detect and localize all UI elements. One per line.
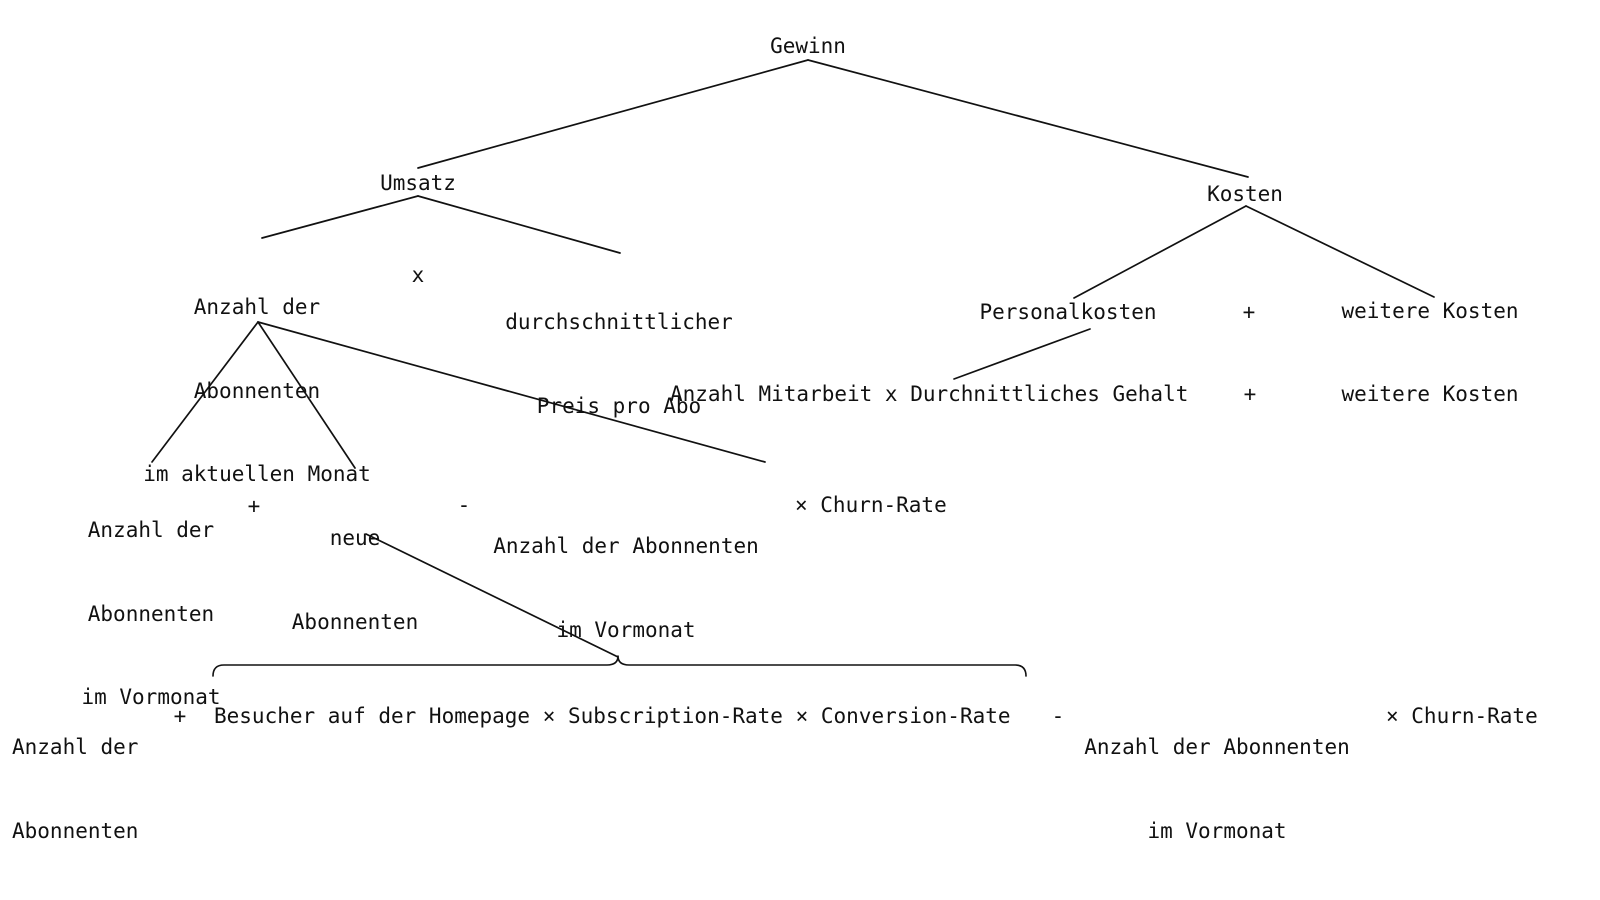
operator-kosten-plus: + [1242, 300, 1256, 324]
operator-personal-plus: + [1243, 382, 1257, 406]
node-neue-abonnenten[interactable]: neue Abonnenten [292, 470, 418, 692]
line-2: Abonnenten [291, 609, 419, 634]
node-durchschnittlicher-preis-pro-abo[interactable]: durchschnittlicher Preis pro Abo [505, 254, 733, 476]
operator-abo-plus: + [247, 494, 261, 518]
node-umsatz[interactable]: Umsatz [380, 171, 456, 195]
line-1: Anzahl der Abonnenten [1084, 735, 1350, 760]
node-anzahl-abonnenten-vormonat[interactable]: Anzahl der Abonnenten im Vormonat [81, 462, 220, 767]
edge-gewinn-to-kosten [807, 59, 1249, 178]
node-weitere-kosten-2[interactable]: weitere Kosten [1341, 382, 1519, 406]
line-1: neue [329, 526, 381, 551]
node-personalkosten[interactable]: Personalkosten [979, 300, 1157, 324]
operator-bottom-minus: - [1051, 704, 1065, 728]
node-weitere-kosten-1[interactable]: weitere Kosten [1341, 299, 1519, 323]
line-2: im Vormonat [556, 617, 696, 642]
operator-bottom-plus: + [173, 704, 187, 728]
edge-gewinn-to-umsatz [417, 59, 809, 169]
node-besucher-formel[interactable]: Besucher auf der Homepage × Subscription… [214, 704, 1011, 728]
line-3: im Vormonat [81, 684, 221, 709]
node-gewinn[interactable]: Gewinn [770, 34, 846, 58]
edge-kosten-to-weitere-kosten [1245, 205, 1435, 298]
node-churn-basis-abonnenten-vormonat[interactable]: Anzahl der Abonnenten im Vormonat [493, 478, 759, 700]
node-anzahl-abonnenten-aktueller-monat[interactable]: Anzahl der Abonnenten im aktuellen Monat [143, 239, 371, 544]
node-kosten[interactable]: Kosten [1207, 182, 1283, 206]
line-1: Anzahl der Abonnenten [493, 534, 759, 559]
operator-abo-minus: - [457, 493, 471, 517]
line-1: Anzahl der [12, 735, 139, 760]
line-2: Abonnenten [12, 818, 139, 843]
node-anzahl-mitarbeiter-x-gehalt[interactable]: Anzahl Mitarbeit x Durchnittliches Gehal… [670, 382, 1189, 406]
node-churn-rate-1[interactable]: × Churn-Rate [795, 493, 947, 517]
edge-personalkosten-to-mitarbeiter [953, 328, 1091, 380]
line-1: Anzahl der [193, 295, 321, 320]
line-2: Preis pro Abo [536, 393, 702, 418]
line-2: Abonnenten [87, 601, 215, 626]
node-churn-rate-2[interactable]: × Churn-Rate [1386, 704, 1538, 728]
edge-umsatz-to-preis [417, 195, 621, 254]
line-3: im aktuellen Monat [143, 461, 371, 486]
operator-umsatz-multiply: x [411, 263, 425, 287]
line-2: im Vormonat [1147, 818, 1287, 843]
edge-kosten-to-personalkosten [1073, 205, 1247, 299]
line-2: Abonnenten [193, 378, 321, 403]
line-1: durchschnittlicher [505, 310, 733, 335]
line-1: Anzahl der [87, 518, 215, 543]
edge-umsatz-to-abo-aktuell [261, 195, 419, 239]
node-bottom-anzahl-abonnenten-vormonat[interactable]: Anzahl der Abonnenten im Vormonat [12, 679, 151, 900]
node-bottom-churn-basis[interactable]: Anzahl der Abonnenten im Vormonat [1084, 679, 1350, 900]
